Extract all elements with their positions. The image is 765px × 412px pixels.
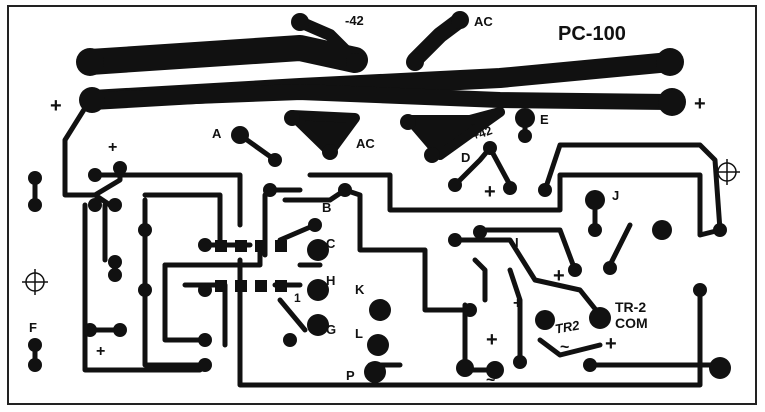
pin-d: D: [461, 150, 470, 165]
plus-sign: +: [486, 329, 498, 351]
plus-sign: +: [605, 333, 617, 355]
pin-a: A: [212, 126, 222, 141]
plus-sign: +: [484, 181, 496, 203]
neg42-bus: [77, 35, 368, 75]
pin-h: H: [326, 273, 335, 288]
plus-sign: +: [694, 93, 706, 115]
label-tilde-b: ~: [486, 372, 495, 389]
label-neg42: -42: [345, 13, 364, 28]
label-minus: −: [538, 376, 549, 396]
label-pos42: +42: [470, 123, 494, 143]
label-tilde-a: ~: [560, 339, 569, 356]
pin-f: F: [29, 320, 37, 335]
ic-footprint: [215, 240, 287, 292]
pin-p: P: [346, 368, 355, 383]
plus-sign: +: [108, 139, 117, 156]
label-tr2: TR-2: [615, 299, 646, 315]
label-tr2-board: TR2: [554, 317, 582, 336]
pin-l: L: [355, 326, 363, 341]
label-ac-top: AC: [474, 14, 493, 29]
pin-g: G: [326, 322, 336, 337]
ac-mid-pad: [287, 110, 360, 157]
plus-sign: +: [50, 95, 62, 117]
pin-one: 1: [294, 291, 301, 305]
plus-sign: +: [513, 295, 522, 312]
ac-right-pad: [405, 107, 505, 160]
plus-sign: +: [96, 343, 105, 360]
power-traces: [77, 12, 680, 160]
pin-i: I: [515, 235, 519, 250]
pin-c: C: [326, 236, 336, 251]
plus-sign: +: [553, 265, 565, 287]
mounting-holes: [22, 159, 740, 295]
pin-j: J: [612, 188, 619, 203]
label-com: COM: [615, 315, 648, 331]
neg42-branch: [294, 16, 361, 66]
pads: [28, 11, 731, 383]
positive-bus-lower: [84, 84, 678, 110]
label-ac-mid: AC: [356, 136, 375, 151]
board-title: PC-100: [558, 23, 626, 45]
pin-b: B: [322, 200, 331, 215]
pin-e: E: [540, 112, 549, 127]
pin-k: K: [355, 282, 365, 297]
